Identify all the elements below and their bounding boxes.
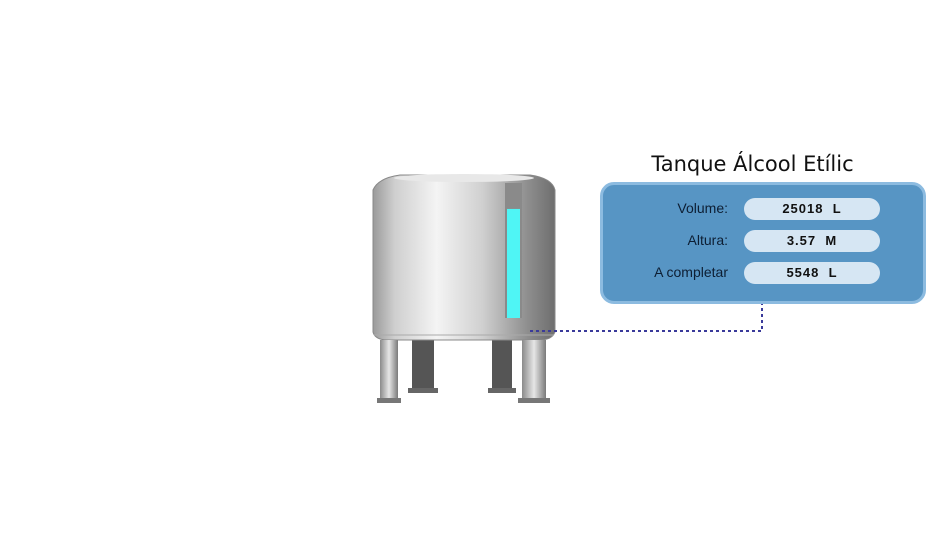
volume-value: 25018 L [744,198,880,220]
remaining-label: A completar [654,264,728,280]
height-label: Altura: [687,232,728,248]
remaining-row: A completar 5548 L [603,262,923,284]
remaining-value: 5548 L [744,262,880,284]
volume-row: Volume: 25018 L [603,198,923,220]
volume-label: Volume: [677,200,728,216]
height-row: Altura: 3.57 M [603,230,923,252]
back-legs [408,338,516,393]
tank-info-panel: Volume: 25018 L Altura: 3.57 M A complet… [600,182,926,304]
connector-line [530,302,763,332]
tank-title: Tanque Álcool Etílic [651,152,854,176]
front-legs [377,340,550,403]
tank-body [372,174,556,341]
height-value: 3.57 M [744,230,880,252]
level-gauge-fill [507,208,520,318]
